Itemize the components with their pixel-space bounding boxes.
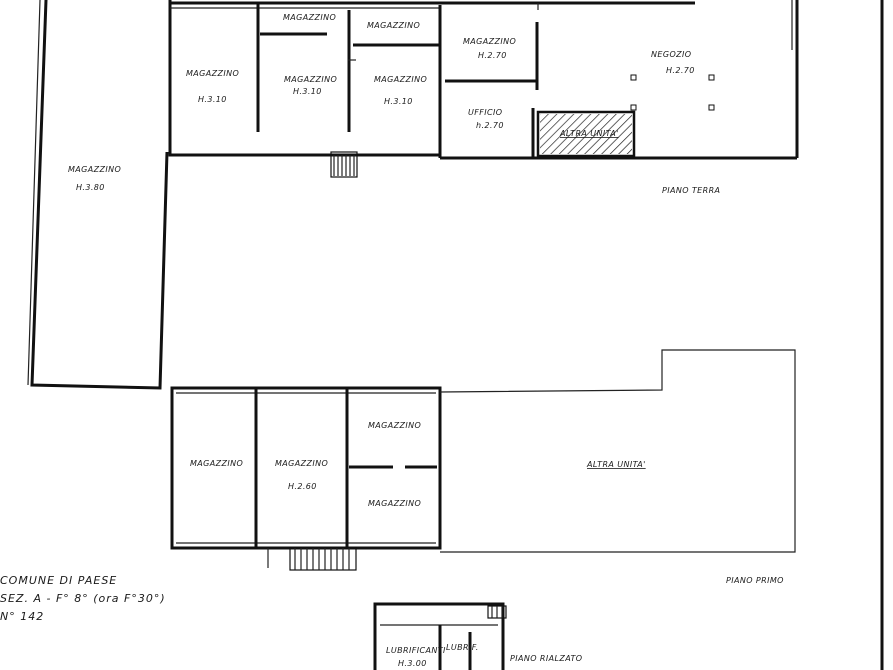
cadastral-municipality: COMUNE DI PAESE bbox=[0, 574, 117, 587]
other-unit-hatched-area bbox=[540, 114, 632, 154]
room-label-warehouse-c: MAGAZZINO bbox=[374, 75, 427, 84]
room-label-office: UFFICIO bbox=[468, 108, 502, 117]
room-height-lubrication: H.3.00 bbox=[398, 659, 427, 668]
ground-floor-stairs bbox=[330, 151, 358, 178]
room-label-warehouse-4: MAGAZZINO bbox=[368, 499, 421, 508]
room-height-shop: H.2.70 bbox=[666, 66, 695, 75]
room-height-warehouse-2: H.2.60 bbox=[288, 482, 317, 491]
room-label-warehouse-left: MAGAZZINO bbox=[68, 165, 121, 174]
room-label-lubrication-small: LUBRIF. bbox=[446, 643, 479, 652]
room-label-warehouse-top-small: MAGAZZINO bbox=[283, 13, 336, 22]
raised-floor-walls bbox=[373, 602, 507, 670]
floor-label-raised: PIANO RIALZATO bbox=[510, 654, 582, 663]
room-label-warehouse-a: MAGAZZINO bbox=[186, 69, 239, 78]
room-label-warehouse-b: MAGAZZINO bbox=[284, 75, 337, 84]
ground-floor-walls bbox=[27, 0, 799, 390]
room-height-warehouse-b: H.3.10 bbox=[293, 87, 322, 96]
room-height-warehouse-d: H.2.70 bbox=[478, 51, 507, 60]
room-label-warehouse-2: MAGAZZINO bbox=[275, 459, 328, 468]
room-label-warehouse-3: MAGAZZINO bbox=[368, 421, 421, 430]
room-label-other-unit-ground: ALTRA UNITA' bbox=[559, 129, 619, 138]
first-floor-walls bbox=[170, 349, 796, 553]
cadastral-parcel-number: N° 142 bbox=[0, 610, 44, 623]
first-floor-stairs bbox=[267, 547, 357, 571]
room-label-warehouse-1: MAGAZZINO bbox=[190, 459, 243, 468]
floor-label-ground: PIANO TERRA bbox=[662, 186, 720, 195]
room-label-warehouse-d: MAGAZZINO bbox=[463, 37, 516, 46]
room-label-shop: NEGOZIO bbox=[651, 50, 691, 59]
room-height-warehouse-c: H.3.10 bbox=[384, 97, 413, 106]
floor-label-first: PIANO PRIMO bbox=[726, 576, 784, 585]
room-label-warehouse-top-mid: MAGAZZINO bbox=[367, 21, 420, 30]
room-height-office: h.2.70 bbox=[476, 121, 504, 130]
room-label-other-unit-first: ALTRA UNITA' bbox=[586, 460, 646, 469]
room-height-warehouse-a: H.3.10 bbox=[198, 95, 227, 104]
shop-columns bbox=[630, 74, 715, 111]
room-height-warehouse-left: H.3.80 bbox=[76, 183, 105, 192]
cadastral-section-sheet: SEZ. A - F° 8° (ora F°30°) bbox=[0, 592, 166, 605]
room-label-lubrication: LUBRIFICANTI bbox=[386, 646, 446, 655]
